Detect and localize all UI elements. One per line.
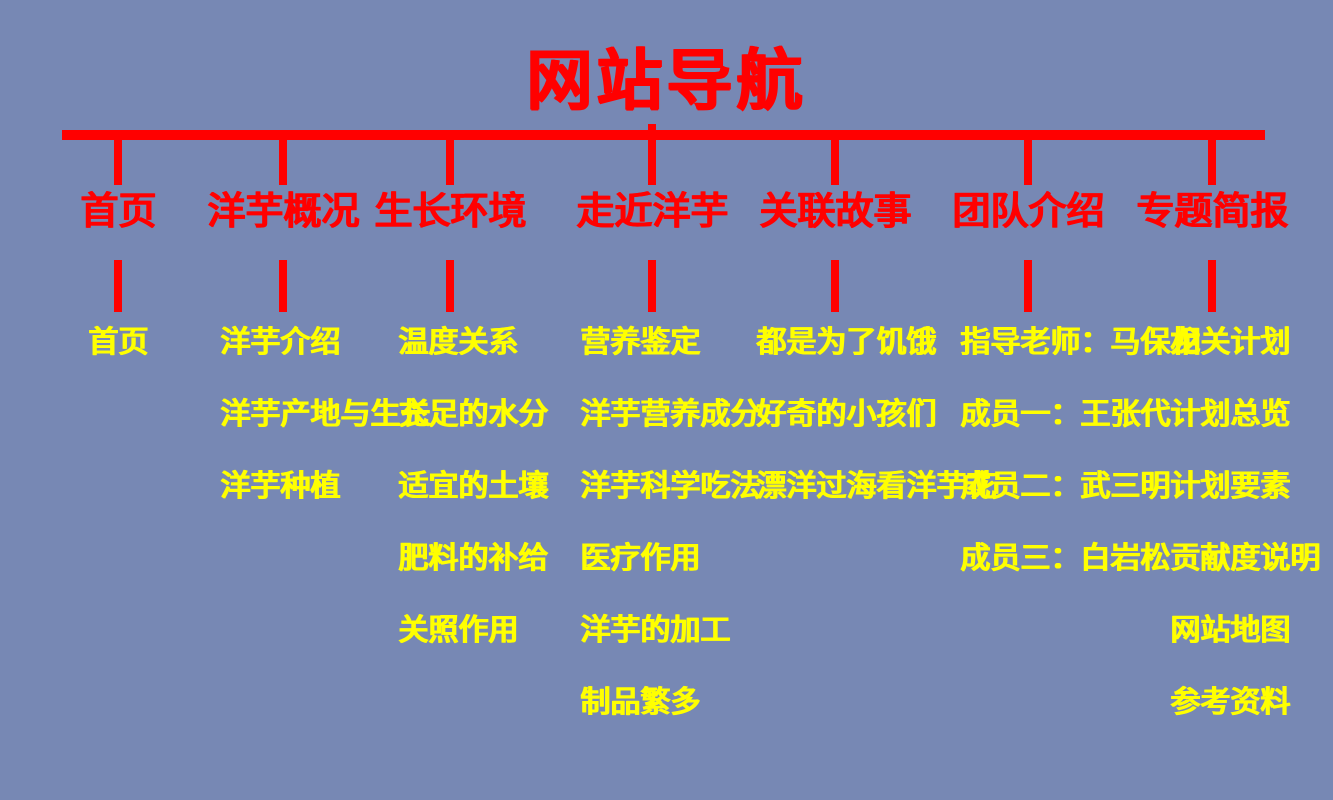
nav-subitem-list: 指导老师：马保龙成员一：王张代成员二：武三明成员三：白岩松 [960, 328, 1200, 616]
nav-subitem[interactable]: 医疗作用 [580, 541, 700, 576]
nav-subitem[interactable]: 都是为了饥饿 [756, 325, 936, 360]
nav-subitem-list: 都是为了饥饿好奇的小孩们漂洋过海看洋芋花 [756, 328, 996, 544]
nav-subitem-list: 相关计划计划总览计划要素贡献度说明网站地图参考资料 [1170, 328, 1320, 760]
nav-category-0[interactable]: 首页 [79, 189, 157, 233]
branch-line-upper [114, 140, 122, 185]
nav-subitem-list: 首页 [88, 328, 148, 400]
branch-line-lower [279, 260, 287, 312]
branch-line-lower [648, 260, 656, 312]
nav-category-2[interactable]: 生长环境 [373, 189, 527, 233]
nav-subitem[interactable]: 洋芋营养成分 [580, 397, 760, 432]
title-connector-line [648, 124, 656, 134]
branch-line-lower [446, 260, 454, 312]
nav-subitem[interactable]: 充足的水分 [398, 397, 548, 432]
nav-subitem-list: 营养鉴定洋芋营养成分洋芋科学吃法医疗作用洋芋的加工制品繁多 [580, 328, 760, 760]
nav-subitem[interactable]: 计划要素 [1170, 469, 1290, 504]
nav-subitem[interactable]: 成员一：王张代 [960, 397, 1170, 432]
branch-line-lower [114, 260, 122, 312]
nav-subitem[interactable]: 洋芋的加工 [580, 613, 730, 648]
branch-line-upper [446, 140, 454, 185]
nav-subitem[interactable]: 洋芋产地与生长 [220, 397, 430, 432]
branch-line-lower [1024, 260, 1032, 312]
nav-subitem[interactable]: 好奇的小孩们 [756, 397, 936, 432]
nav-subitem[interactable]: 漂洋过海看洋芋花 [756, 469, 996, 504]
main-horizontal-line [62, 130, 1265, 140]
nav-subitem[interactable]: 贡献度说明 [1170, 541, 1320, 576]
nav-subitem-list: 温度关系充足的水分适宜的土壤肥料的补给关照作用 [398, 328, 548, 688]
nav-subitem[interactable]: 洋芋种植 [220, 469, 340, 504]
branch-line-lower [1208, 260, 1216, 312]
branch-line-upper [831, 140, 839, 185]
nav-category-1[interactable]: 洋芋概况 [206, 189, 360, 233]
nav-subitem[interactable]: 适宜的土壤 [398, 469, 548, 504]
nav-subitem[interactable]: 成员三：白岩松 [960, 541, 1170, 576]
nav-subitem[interactable]: 洋芋介绍 [220, 325, 340, 360]
nav-subitem[interactable]: 首页 [88, 325, 148, 360]
nav-subitem[interactable]: 营养鉴定 [580, 325, 700, 360]
nav-subitem-list: 洋芋介绍洋芋产地与生长洋芋种植 [220, 328, 430, 544]
nav-subitem[interactable]: 成员二：武三明 [960, 469, 1170, 504]
nav-subitem[interactable]: 指导老师：马保龙 [960, 325, 1200, 360]
branch-line-upper [279, 140, 287, 185]
branch-line-upper [648, 140, 656, 185]
nav-category-5[interactable]: 团队介绍 [951, 189, 1105, 233]
nav-subitem[interactable]: 肥料的补给 [398, 541, 548, 576]
nav-subitem[interactable]: 关照作用 [398, 613, 518, 648]
branch-line-lower [831, 260, 839, 312]
nav-subitem[interactable]: 洋芋科学吃法 [580, 469, 760, 504]
nav-subitem[interactable]: 计划总览 [1170, 397, 1290, 432]
nav-category-6[interactable]: 专题简报 [1135, 189, 1289, 233]
nav-category-4[interactable]: 关联故事 [758, 189, 912, 233]
nav-category-3[interactable]: 走近洋芋 [575, 189, 729, 233]
nav-subitem[interactable]: 相关计划 [1170, 325, 1290, 360]
nav-subitem[interactable]: 参考资料 [1170, 685, 1290, 720]
branch-line-upper [1208, 140, 1216, 185]
nav-subitem[interactable]: 制品繁多 [580, 685, 700, 720]
branch-line-upper [1024, 140, 1032, 185]
page-title: 网站导航 [526, 42, 807, 119]
nav-subitem[interactable]: 温度关系 [398, 325, 518, 360]
nav-subitem[interactable]: 网站地图 [1170, 613, 1290, 648]
